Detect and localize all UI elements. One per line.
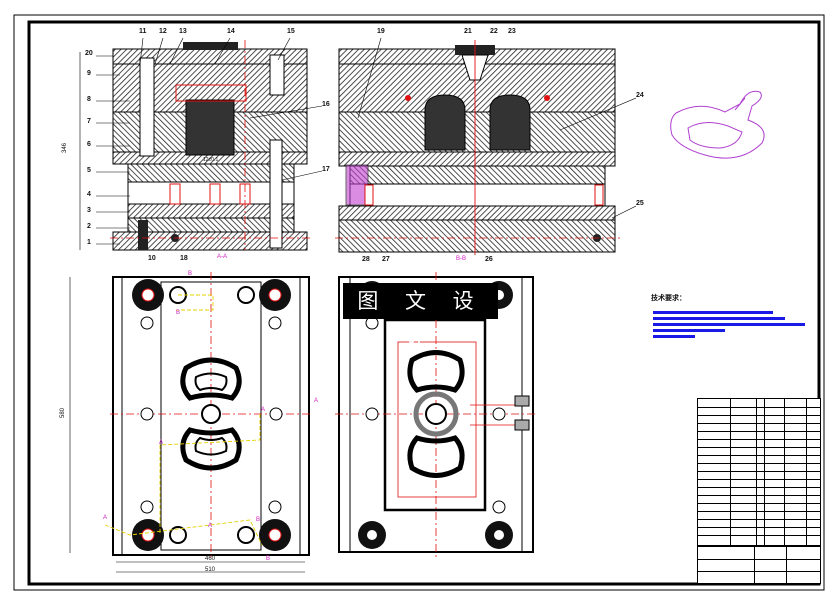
plan-marker: A — [159, 440, 164, 446]
callout-9: 9 — [87, 70, 91, 77]
plan-marker: B — [266, 556, 271, 562]
callout-12: 12 — [159, 28, 167, 35]
dim-width-inner: 460 — [205, 556, 216, 562]
callout-8: 8 — [87, 96, 91, 103]
title-block — [697, 398, 821, 584]
callout-11: 11 — [139, 28, 147, 35]
section-label-a-a: A-A — [217, 254, 228, 260]
callout-7: 7 — [87, 118, 91, 125]
callout-1: 1 — [87, 239, 91, 246]
watermark-banner: 图 文 设 计 — [343, 283, 498, 349]
callout-3: 3 — [87, 207, 91, 214]
tech-requirements-lines — [653, 311, 805, 338]
plan-view-right — [335, 272, 537, 558]
dim-cavity: 12±0.1 — [203, 157, 219, 163]
callout-25: 25 — [636, 200, 644, 207]
callout-5: 5 — [87, 167, 91, 174]
callout-22: 22 — [490, 28, 498, 35]
callout-23: 23 — [508, 28, 516, 35]
callout-4: 4 — [87, 191, 91, 198]
dim-height-left: 346 — [62, 142, 69, 154]
callout-15: 15 — [287, 28, 295, 35]
section-a-a-view — [79, 40, 310, 251]
plan-marker: A — [103, 515, 108, 521]
callout-18: 18 — [180, 255, 188, 262]
callout-20: 20 — [85, 50, 93, 57]
callout-21: 21 — [464, 28, 472, 35]
part-3d-sketch — [670, 90, 765, 159]
dim-width-outer: 510 — [205, 567, 216, 573]
callout-28: 28 — [362, 256, 370, 263]
callout-19: 19 — [377, 28, 385, 35]
dim-height-plan: 580 — [60, 407, 67, 419]
outer-border — [13, 14, 825, 591]
callout-6: 6 — [87, 141, 91, 148]
plan-marker: A — [261, 407, 266, 413]
callout-27: 27 — [382, 256, 390, 263]
plan-marker: B — [176, 310, 181, 316]
plan-marker: A — [314, 398, 319, 404]
callout-2: 2 — [87, 223, 91, 230]
callout-26: 26 — [485, 256, 493, 263]
callout-16: 16 — [322, 101, 330, 108]
plan-marker: B — [256, 517, 261, 523]
tech-requirements-title: 技术要求： — [651, 295, 686, 302]
callout-10: 10 — [148, 255, 156, 262]
inner-border — [27, 20, 821, 586]
plan-marker: B — [188, 271, 193, 277]
callout-13: 13 — [179, 28, 187, 35]
callout-14: 14 — [227, 28, 235, 35]
section-label-b-b: B-B — [456, 256, 467, 262]
plan-view-left — [69, 272, 312, 573]
leader-lines — [96, 37, 637, 245]
callout-17: 17 — [322, 166, 330, 173]
plan-marker: A — [208, 523, 213, 529]
callout-24: 24 — [636, 92, 644, 99]
section-b-b-view — [335, 40, 620, 255]
